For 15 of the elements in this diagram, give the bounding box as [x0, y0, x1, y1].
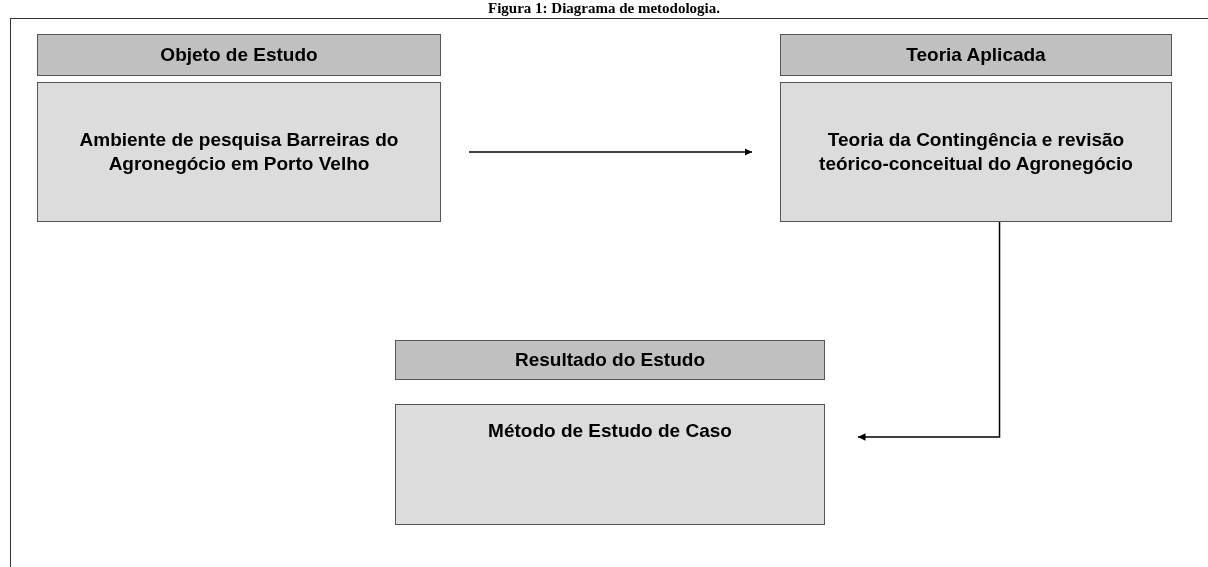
content-box — [37, 82, 441, 222]
content-box — [395, 404, 825, 525]
box-heading: Objeto de Estudo — [160, 43, 318, 67]
box-text: Ambiente de pesquisa Barreiras do Agronegócio em Porto Velho — [78, 128, 400, 176]
header-box — [780, 34, 1172, 76]
header-box — [37, 34, 441, 76]
header-box — [395, 340, 825, 380]
box-heading: Teoria Aplicada — [906, 43, 1046, 67]
figure-title: Figura 1: Diagrama de metodologia. — [486, 0, 722, 17]
content-box — [780, 82, 1172, 222]
box-heading: Resultado do Estudo — [515, 348, 705, 372]
box-text: Método de Estudo de Caso — [488, 419, 732, 443]
arrow — [468, 148, 753, 156]
box-text: Teoria da Contingência e revisão teórico-conceitual do Agronegócio — [818, 128, 1134, 176]
arrow — [857, 221, 1001, 441]
